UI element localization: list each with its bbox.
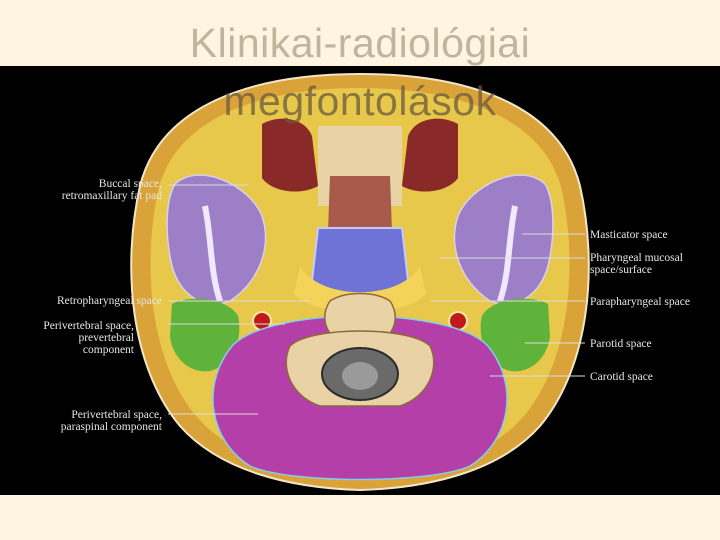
nasopharynx-upper: [328, 176, 392, 231]
pharyngeal-mucosa: [294, 266, 426, 312]
mandible-right: [497, 205, 518, 302]
masticator-left: [166, 174, 267, 305]
nasal-cavity-right: [402, 118, 458, 192]
nasal-cavity-left: [262, 118, 318, 192]
mandible-left: [202, 205, 223, 302]
label-perivertebral-paraspinal: Perivertebral space, paraspinal componen…: [60, 409, 162, 433]
label-perivertebral-prevertebral: Perivertebral space, prevertebral compon…: [43, 320, 134, 356]
label-pharyngeal-mucosal-space: Pharyngeal mucosal space/surface: [590, 252, 683, 276]
label-carotid-space: Carotid space: [590, 371, 653, 383]
title-line-1: Klinikai-radiológiai: [189, 20, 531, 66]
vertebral-body: [324, 292, 396, 342]
label-retropharyngeal-space: Retropharyngeal space: [56, 295, 162, 307]
pharyngeal-airway: [310, 227, 410, 295]
masticator-right: [453, 174, 554, 305]
parotid-left: [170, 298, 240, 372]
axial-neck-illustration: [130, 72, 590, 492]
label-parapharyngeal-space: Parapharyngeal space: [590, 296, 690, 308]
leader-lines: [168, 184, 585, 415]
anatomy-figure: Buccal space, retromaxillary fat pad Ret…: [0, 66, 720, 495]
label-buccal-space: Buccal space, retromaxillary fat pad: [61, 178, 162, 202]
spinal-cord: [342, 362, 378, 390]
parotid-right: [480, 298, 550, 372]
label-parotid-space: Parotid space: [590, 338, 652, 350]
slide-title: Klinikai-radiológiai megfontolások: [0, 14, 720, 130]
title-line-2: megfontolások: [223, 78, 497, 124]
label-masticator-space: Masticator space: [590, 229, 668, 241]
